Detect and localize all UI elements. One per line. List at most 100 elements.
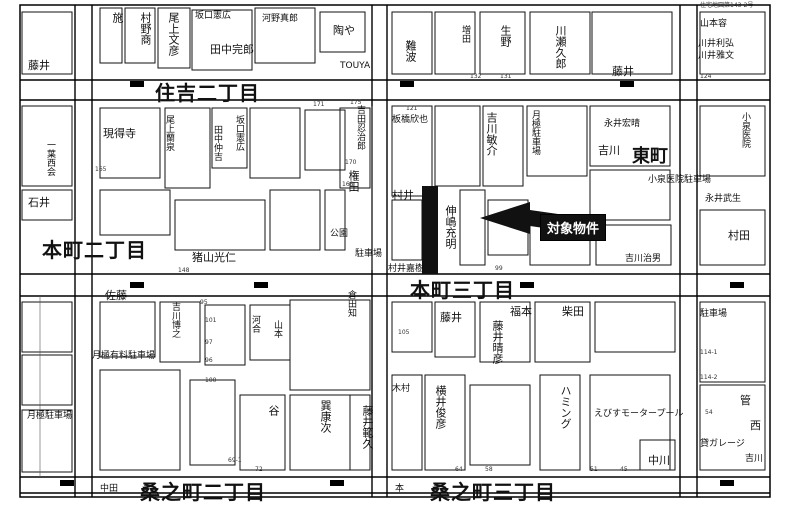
parcel-number: 95 bbox=[200, 299, 208, 306]
label: 村井嘉樹 bbox=[388, 264, 425, 274]
parcel-number: 99 bbox=[495, 265, 503, 272]
label: 板橋欣也 bbox=[392, 115, 429, 125]
parcel-number: 101 bbox=[205, 317, 217, 324]
label: 川井利弘 bbox=[698, 39, 735, 49]
label: 村野商 bbox=[139, 12, 152, 45]
label: 月極駐車場 bbox=[530, 110, 540, 155]
district-east: 東町 bbox=[632, 146, 668, 167]
road-south-center: 桑之町三丁目 bbox=[430, 480, 556, 504]
label: 田中完郎 bbox=[210, 43, 254, 56]
label: 藤井 bbox=[440, 311, 462, 324]
label: 吉川 bbox=[598, 144, 620, 157]
label: 吉田忍治郎 bbox=[355, 105, 365, 150]
label: 駐車場 bbox=[355, 249, 383, 259]
label: 駐車場 bbox=[700, 309, 728, 319]
label: 河合 bbox=[250, 315, 260, 333]
label: 横井俊彦 bbox=[434, 385, 447, 429]
road-north: 住吉二丁目 bbox=[155, 81, 260, 105]
label: 川井雅文 bbox=[698, 51, 735, 61]
label: 柴田 bbox=[562, 305, 584, 318]
label: 中川 bbox=[648, 454, 670, 467]
parcel-number: 64 bbox=[455, 466, 463, 473]
label: 坂口憲広 bbox=[234, 115, 244, 151]
label: 月極駐車場 bbox=[27, 411, 73, 421]
label: 石井 bbox=[28, 196, 50, 209]
label: えびすモータープール bbox=[594, 409, 684, 419]
parcel-number: 69-1 bbox=[228, 457, 242, 464]
label: 村井 bbox=[392, 189, 414, 202]
label: 木村 bbox=[392, 384, 411, 394]
label: 永井宏晴 bbox=[604, 119, 641, 129]
parcel-number: 175 bbox=[350, 99, 362, 106]
label: 権田 bbox=[347, 170, 360, 192]
label: 谷 bbox=[267, 405, 280, 416]
parcel-number: 132 bbox=[470, 73, 482, 80]
parcel-number: 97 bbox=[205, 339, 213, 346]
label: 尾上蘭泉 bbox=[164, 115, 174, 151]
label: 増田 bbox=[460, 25, 470, 43]
parcel-number: 165 bbox=[95, 166, 107, 173]
label: 藤井 bbox=[612, 65, 634, 78]
label: 川瀬久郎 bbox=[554, 25, 567, 69]
label: 小泉医院 bbox=[740, 112, 750, 148]
label: 月極有料駐車場 bbox=[92, 351, 156, 361]
parcel-number: 171 bbox=[313, 101, 325, 108]
parcel-number: 51 bbox=[590, 466, 598, 473]
parcel-number: 45 bbox=[620, 466, 628, 473]
label: 公園 bbox=[330, 229, 349, 239]
label: 佐藤 bbox=[105, 289, 127, 302]
label: 尾上文彦 bbox=[167, 12, 180, 56]
label: 陶や bbox=[333, 24, 355, 37]
label: 現得寺 bbox=[103, 127, 136, 140]
label: 田中仲吉 bbox=[212, 125, 222, 161]
label: 貸ガレージ bbox=[700, 439, 745, 449]
label: 一葉西会 bbox=[45, 140, 55, 176]
parcel-number: 121 bbox=[406, 105, 418, 112]
parcel-number: 58 bbox=[485, 466, 493, 473]
label: 本 bbox=[395, 484, 405, 494]
label: 猪山光仁 bbox=[192, 251, 236, 264]
parcel-number: 148 bbox=[178, 267, 190, 274]
label: TOUYA bbox=[340, 61, 371, 71]
label: 吉川 bbox=[745, 454, 764, 464]
header-note: 住宅地図第143-2号 bbox=[700, 2, 754, 9]
parcel-number: 72 bbox=[255, 466, 263, 473]
label: 小泉医院駐車場 bbox=[648, 175, 712, 185]
label: 吉川治男 bbox=[625, 254, 662, 264]
label: 倉田知 bbox=[346, 290, 356, 317]
label: 永井武生 bbox=[705, 194, 742, 204]
label: 山本容 bbox=[700, 19, 728, 29]
label: 生野 bbox=[499, 25, 512, 47]
parcel-number: 124 bbox=[700, 73, 712, 80]
label: 巽康次 bbox=[319, 400, 332, 433]
parcel-number: 114-2 bbox=[700, 374, 718, 381]
parcel-number: 131 bbox=[500, 73, 512, 80]
road-south-west: 桑之町二丁目 bbox=[140, 480, 266, 504]
parcel-number: 114-1 bbox=[700, 349, 718, 356]
label: 施 bbox=[111, 12, 124, 23]
label: 村田 bbox=[728, 229, 750, 242]
road-center: 本町三丁目 bbox=[410, 278, 515, 302]
label: 伸嶋充明 bbox=[444, 205, 457, 249]
label: 坂口憲広 bbox=[195, 11, 232, 21]
parcel-number: 168 bbox=[342, 181, 354, 188]
target-property-label: 対象物件 bbox=[540, 214, 607, 241]
parcel-number: 100 bbox=[205, 377, 217, 384]
label: 難波 bbox=[404, 40, 417, 62]
label: 西 bbox=[750, 419, 761, 432]
parcel-number: 54 bbox=[705, 409, 713, 416]
parcel-number: 170 bbox=[345, 159, 357, 166]
label: 管 bbox=[740, 394, 751, 407]
label: 山本 bbox=[272, 320, 282, 338]
label: 河野真郎 bbox=[262, 14, 299, 24]
label: 吉川敏介 bbox=[485, 112, 498, 156]
label: 中田 bbox=[100, 484, 119, 494]
label: 藤井 bbox=[28, 59, 50, 72]
label: 福本 bbox=[510, 305, 532, 318]
parcel-number: 105 bbox=[398, 329, 410, 336]
label: 藤井範久 bbox=[361, 405, 374, 449]
parcel-number: 96 bbox=[205, 357, 213, 364]
label: 吉川博之 bbox=[170, 302, 180, 338]
